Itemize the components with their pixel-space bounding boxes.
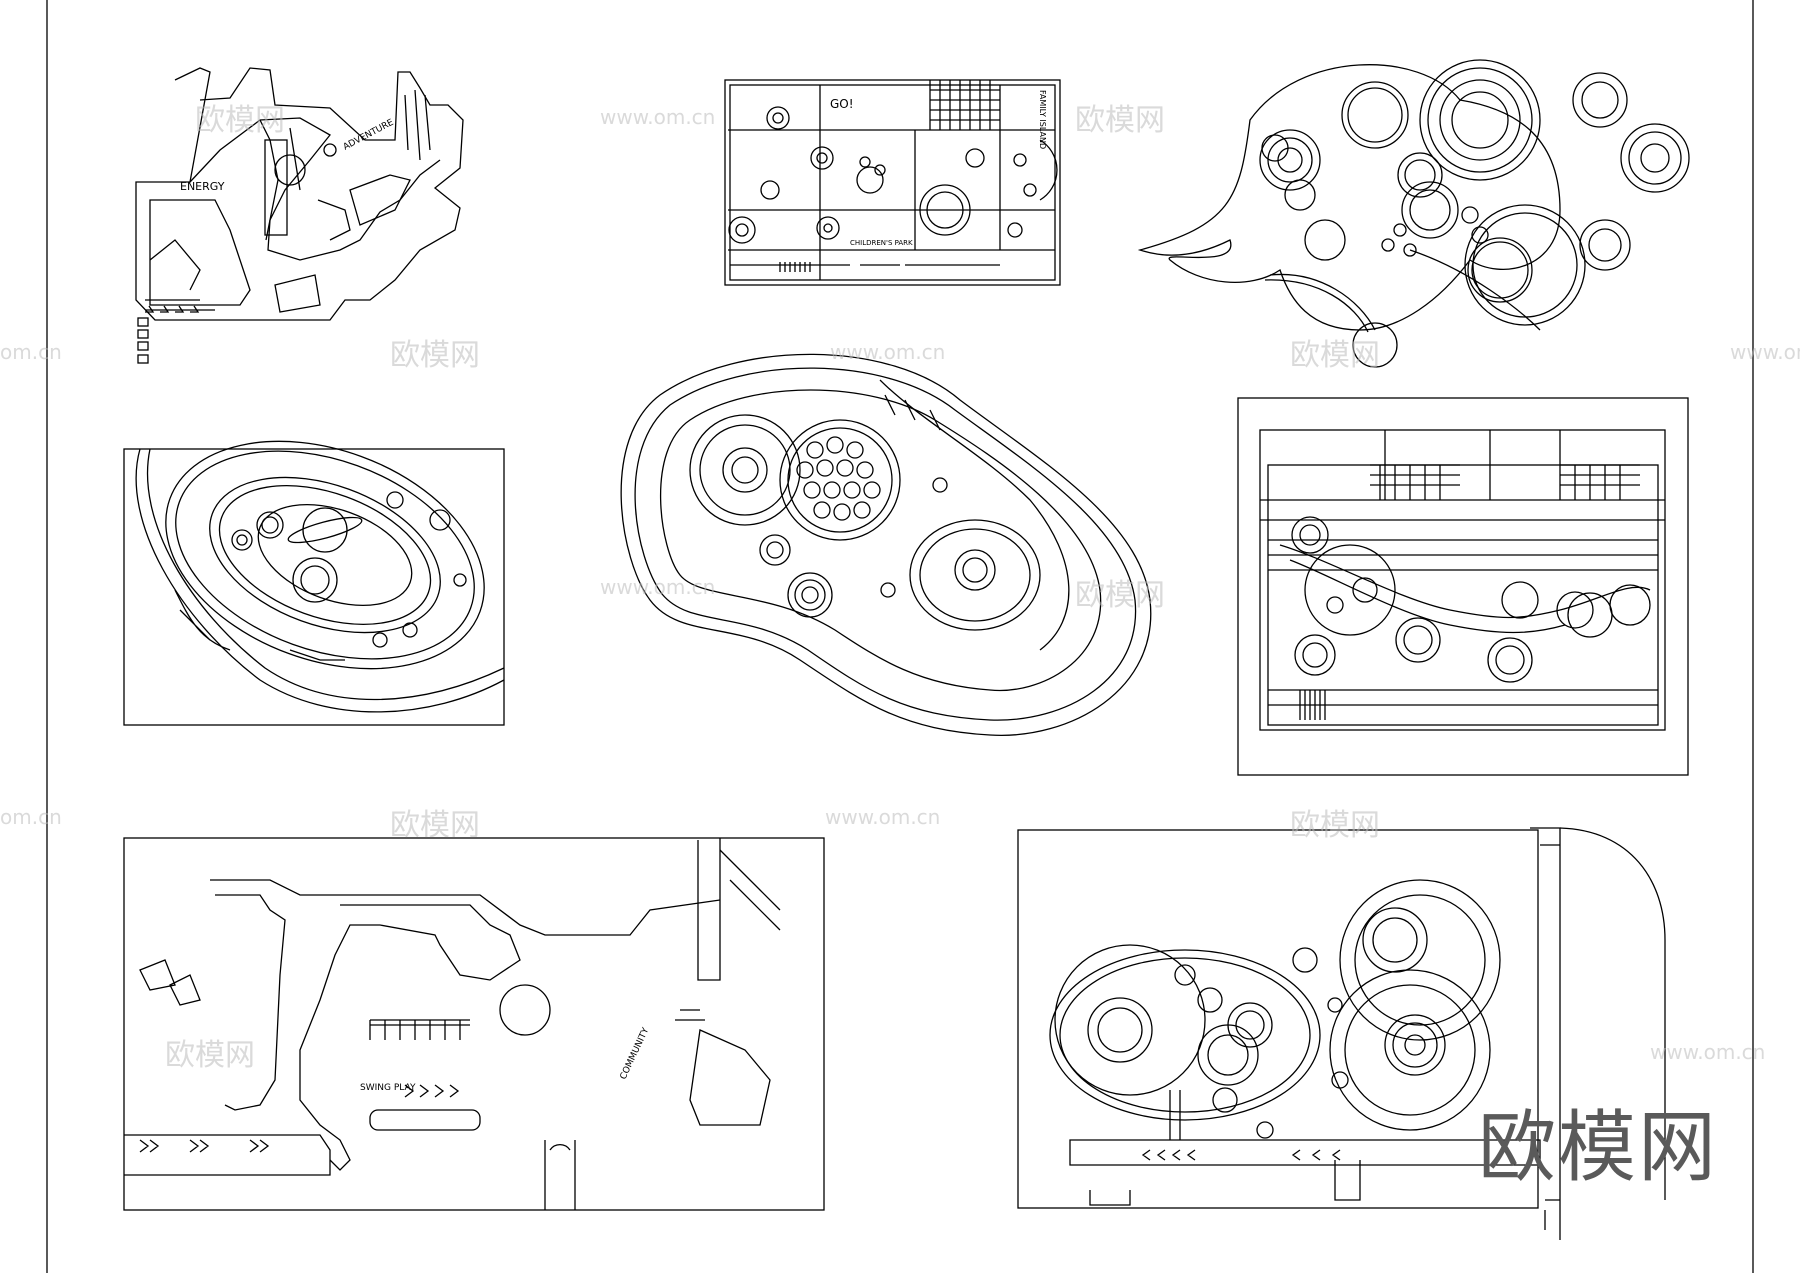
plan-g-label-1: SWING PLAY [360, 1083, 416, 1093]
plan-a: ENERGY ADVENTURE [135, 67, 464, 364]
plan-b: GO! FAMILY ISLAND CHILDREN'S PARK [724, 79, 1061, 286]
watermark-url-6: om.cn [0, 340, 62, 364]
watermark-logo-3: 欧模网 [390, 338, 480, 373]
watermark-url-4: www.om.cn [600, 575, 716, 599]
watermark-url-5: www.om.cn [1650, 1040, 1766, 1064]
plan-d [123, 440, 505, 726]
plan-f [1237, 397, 1689, 776]
plan-g: SWING PLAY COMMUNITY [123, 837, 825, 1211]
watermark-logo-7: 欧模网 [1290, 808, 1380, 843]
brand-logo: 欧模网 [1478, 1103, 1719, 1193]
watermark-url-2: www.om.cn [830, 340, 946, 364]
plan-c [1137, 59, 1690, 368]
plan-g-label-2: COMMUNITY [619, 1026, 652, 1081]
watermark-url-7: om.cn [0, 805, 62, 829]
plan-b-label-1: GO! [830, 97, 854, 111]
watermark-logo-4: 欧模网 [1290, 338, 1380, 373]
plan-b-label-2: FAMILY ISLAND [1038, 90, 1047, 149]
watermark-url-3: www.om.cn [825, 805, 941, 829]
plan-a-label-1: ENERGY [180, 180, 225, 193]
plan-e [620, 353, 1152, 736]
plan-e-dome-cells [796, 436, 881, 521]
plan-b-grid [930, 80, 1000, 130]
watermark-url-8: www.om.cn [1730, 340, 1800, 364]
plan-b-label-3: CHILDREN'S PARK [850, 239, 913, 247]
plan-h [1017, 827, 1666, 1240]
watermark-logo-5: 欧模网 [1075, 578, 1165, 613]
watermark-logo-8: 欧模网 [165, 1038, 255, 1073]
watermark-url-1: www.om.cn [600, 105, 716, 129]
watermark-logo-2: 欧模网 [1075, 103, 1165, 138]
watermark-logo-1: 欧模网 [195, 103, 285, 138]
watermark-logo-6: 欧模网 [390, 808, 480, 843]
plan-a-label-2: ADVENTURE [342, 118, 396, 153]
